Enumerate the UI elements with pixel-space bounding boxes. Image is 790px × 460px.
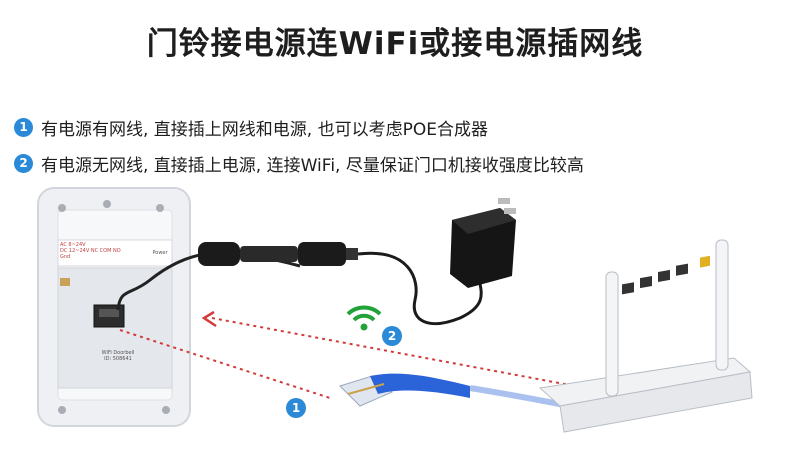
page-title: 门铃接电源连WiFi或接电源插网线 <box>0 18 790 63</box>
option-1: 1 有电源有网线, 直接插上网线和电源, 也可以考虑POE合成器 <box>14 114 488 140</box>
cable-badge: 1 <box>286 398 306 418</box>
option-2-text: 有电源无网线, 直接插上电源, 连接WiFi, 尽量保证门口机接收强度比较高 <box>41 151 584 176</box>
wifi-router <box>540 240 752 432</box>
doorbell-label-line2: ID: 508641 <box>96 356 140 362</box>
option-2: 2 有电源无网线, 直接插上电源, 连接WiFi, 尽量保证门口机接收强度比较高 <box>14 150 584 176</box>
doorbell-label: WiFi Doorbell ID: 508641 <box>96 350 140 362</box>
number-badge-1: 1 <box>14 118 33 137</box>
doorbell-backplate <box>38 188 190 426</box>
power-adapter <box>450 198 516 288</box>
wifi-badge: 2 <box>382 326 402 346</box>
power-label: Power <box>150 250 170 256</box>
installation-illustration: WiFi Doorbell ID: 508641 AC 8~24V DC 12~… <box>0 180 790 460</box>
number-badge-2: 2 <box>14 154 33 173</box>
network-plug <box>340 374 470 406</box>
option-1-text: 有电源有网线, 直接插上网线和电源, 也可以考虑POE合成器 <box>41 115 488 140</box>
dc-connector <box>198 242 358 266</box>
terminal-text-2: DC 12~24V NC COM NO Gnd <box>60 248 124 260</box>
terminal-label: AC 8~24V DC 12~24V NC COM NO Gnd <box>60 242 124 260</box>
wifi-icon <box>348 308 380 331</box>
